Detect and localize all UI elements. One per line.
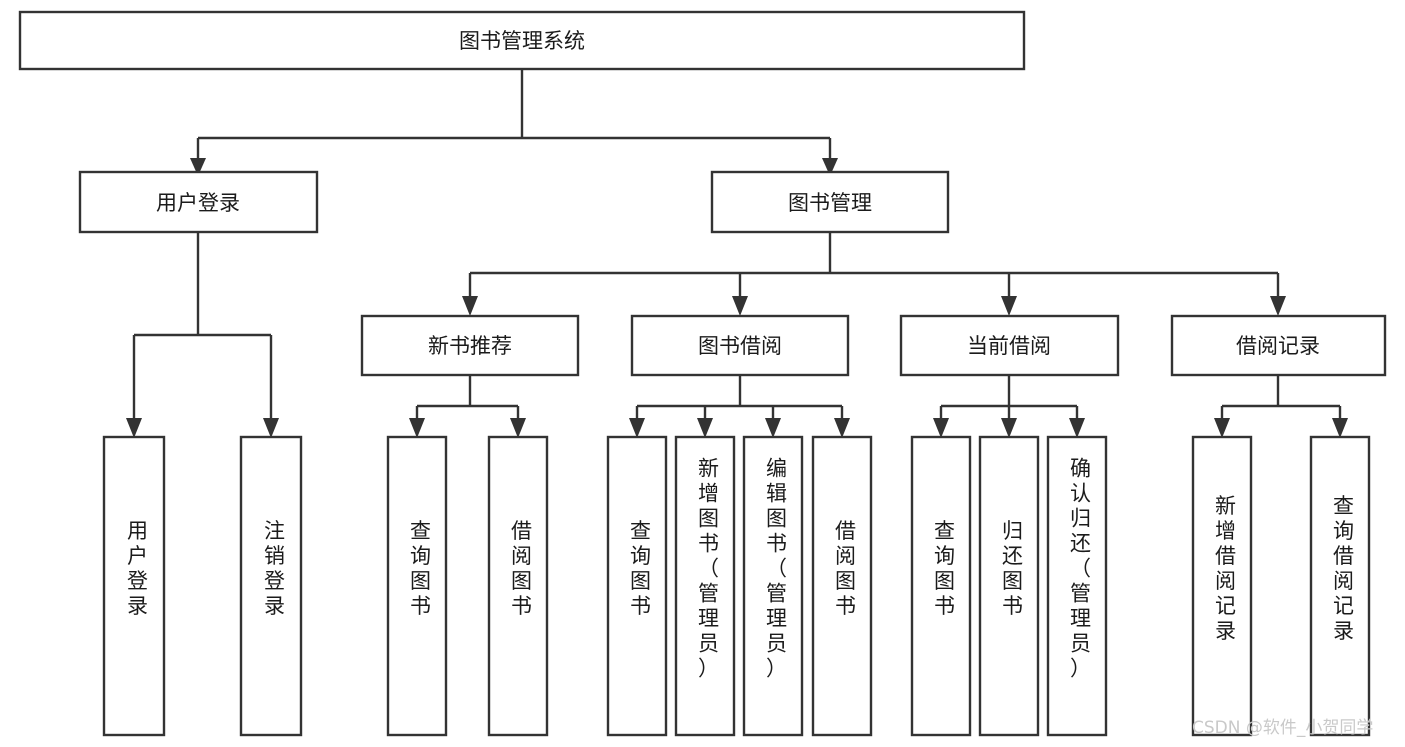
- node-leaf-edit-book-label: 编辑图书（管理员）: [766, 457, 787, 681]
- edge-borrowrecord-to-children: [1214, 375, 1348, 438]
- node-leaf-borrow-book-1[interactable]: 借阅图书: [487, 435, 549, 737]
- node-leaf-logout-label: 注销登录: [264, 519, 285, 618]
- node-book-management[interactable]: 图书管理: [710, 170, 950, 234]
- edge-userlogin-to-children: [126, 232, 279, 438]
- node-root[interactable]: 图书管理系统: [18, 10, 1026, 71]
- node-current-borrow[interactable]: 当前借阅: [899, 314, 1120, 377]
- node-root-label: 图书管理系统: [459, 29, 585, 53]
- node-book-borrow[interactable]: 图书借阅: [630, 314, 850, 377]
- edge-bookmgmt-to-children: [462, 232, 1286, 316]
- node-leaf-confirm-return-label: 确认归还（管理员）: [1070, 457, 1091, 681]
- node-leaf-add-book-label: 新增图书（管理员）: [698, 457, 719, 681]
- node-leaf-user-login-label: 用户登录: [127, 519, 148, 618]
- node-leaf-query-book-2-label: 查询图书: [630, 519, 651, 618]
- edge-currentborrow-to-children: [933, 375, 1085, 438]
- node-leaf-edit-book[interactable]: 编辑图书（管理员）: [742, 435, 804, 737]
- node-leaf-query-record[interactable]: 查询借阅记录: [1309, 435, 1371, 737]
- node-leaf-query-book-2[interactable]: 查询图书: [606, 435, 668, 737]
- node-leaf-borrow-book-2[interactable]: 借阅图书: [811, 435, 873, 737]
- node-user-login-label: 用户登录: [156, 191, 240, 215]
- node-leaf-query-book-1-label: 查询图书: [410, 519, 431, 618]
- node-new-book-recommend-label: 新书推荐: [428, 334, 512, 358]
- node-leaf-borrow-book-2-label: 借阅图书: [835, 519, 856, 618]
- node-borrow-record[interactable]: 借阅记录: [1170, 314, 1387, 377]
- node-user-login[interactable]: 用户登录: [78, 170, 319, 234]
- edge-root-to-level2: [190, 69, 838, 176]
- node-current-borrow-label: 当前借阅: [967, 334, 1051, 358]
- node-book-borrow-label: 图书借阅: [698, 334, 782, 358]
- node-leaf-add-record-label: 新增借阅记录: [1215, 494, 1236, 643]
- node-leaf-add-record[interactable]: 新增借阅记录: [1191, 435, 1253, 737]
- node-leaf-query-book-1[interactable]: 查询图书: [386, 435, 448, 737]
- node-leaf-borrow-book-1-label: 借阅图书: [511, 519, 532, 618]
- node-leaf-confirm-return[interactable]: 确认归还（管理员）: [1046, 435, 1108, 737]
- watermark-text: CSDN @软件_小贺同学: [1192, 718, 1373, 738]
- node-leaf-query-book-3[interactable]: 查询图书: [910, 435, 972, 737]
- node-borrow-record-label: 借阅记录: [1236, 334, 1320, 358]
- node-leaf-user-login[interactable]: 用户登录: [102, 435, 166, 737]
- node-leaf-query-record-label: 查询借阅记录: [1333, 494, 1354, 643]
- node-new-book-recommend[interactable]: 新书推荐: [360, 314, 580, 377]
- edge-newbook-to-children: [409, 375, 526, 438]
- node-leaf-add-book[interactable]: 新增图书（管理员）: [674, 435, 736, 737]
- node-leaf-query-book-3-label: 查询图书: [934, 519, 955, 618]
- node-leaf-return-book-label: 归还图书: [1002, 519, 1023, 618]
- edge-bookborrow-to-children: [629, 375, 850, 438]
- node-leaf-logout[interactable]: 注销登录: [239, 435, 303, 737]
- node-book-management-label: 图书管理: [788, 191, 872, 215]
- node-leaf-return-book[interactable]: 归还图书: [978, 435, 1040, 737]
